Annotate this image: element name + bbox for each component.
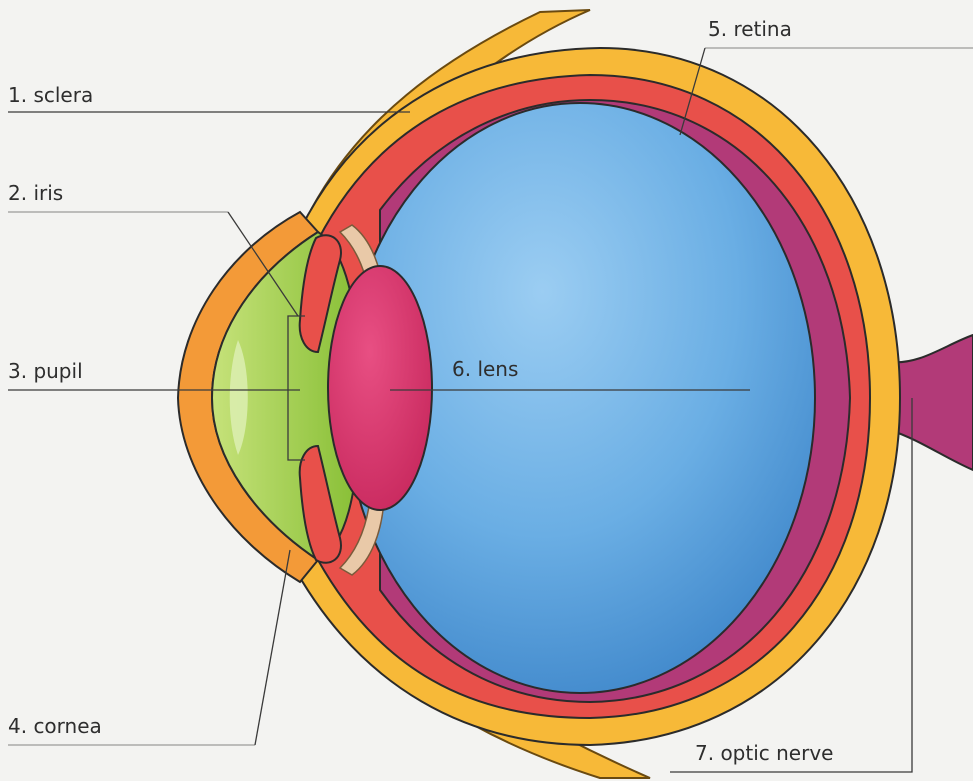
label-pupil: 3. pupil [8,359,83,383]
lens [328,266,432,510]
label-sclera: 1. sclera [8,83,93,107]
label-retina: 5. retina [708,17,792,41]
label-cornea: 4. cornea [8,714,102,738]
label-lens: 6. lens [452,357,518,381]
label-optic-nerve: 7. optic nerve [695,741,833,765]
label-iris: 2. iris [8,181,63,205]
cornea-leader-vertical [255,550,290,745]
